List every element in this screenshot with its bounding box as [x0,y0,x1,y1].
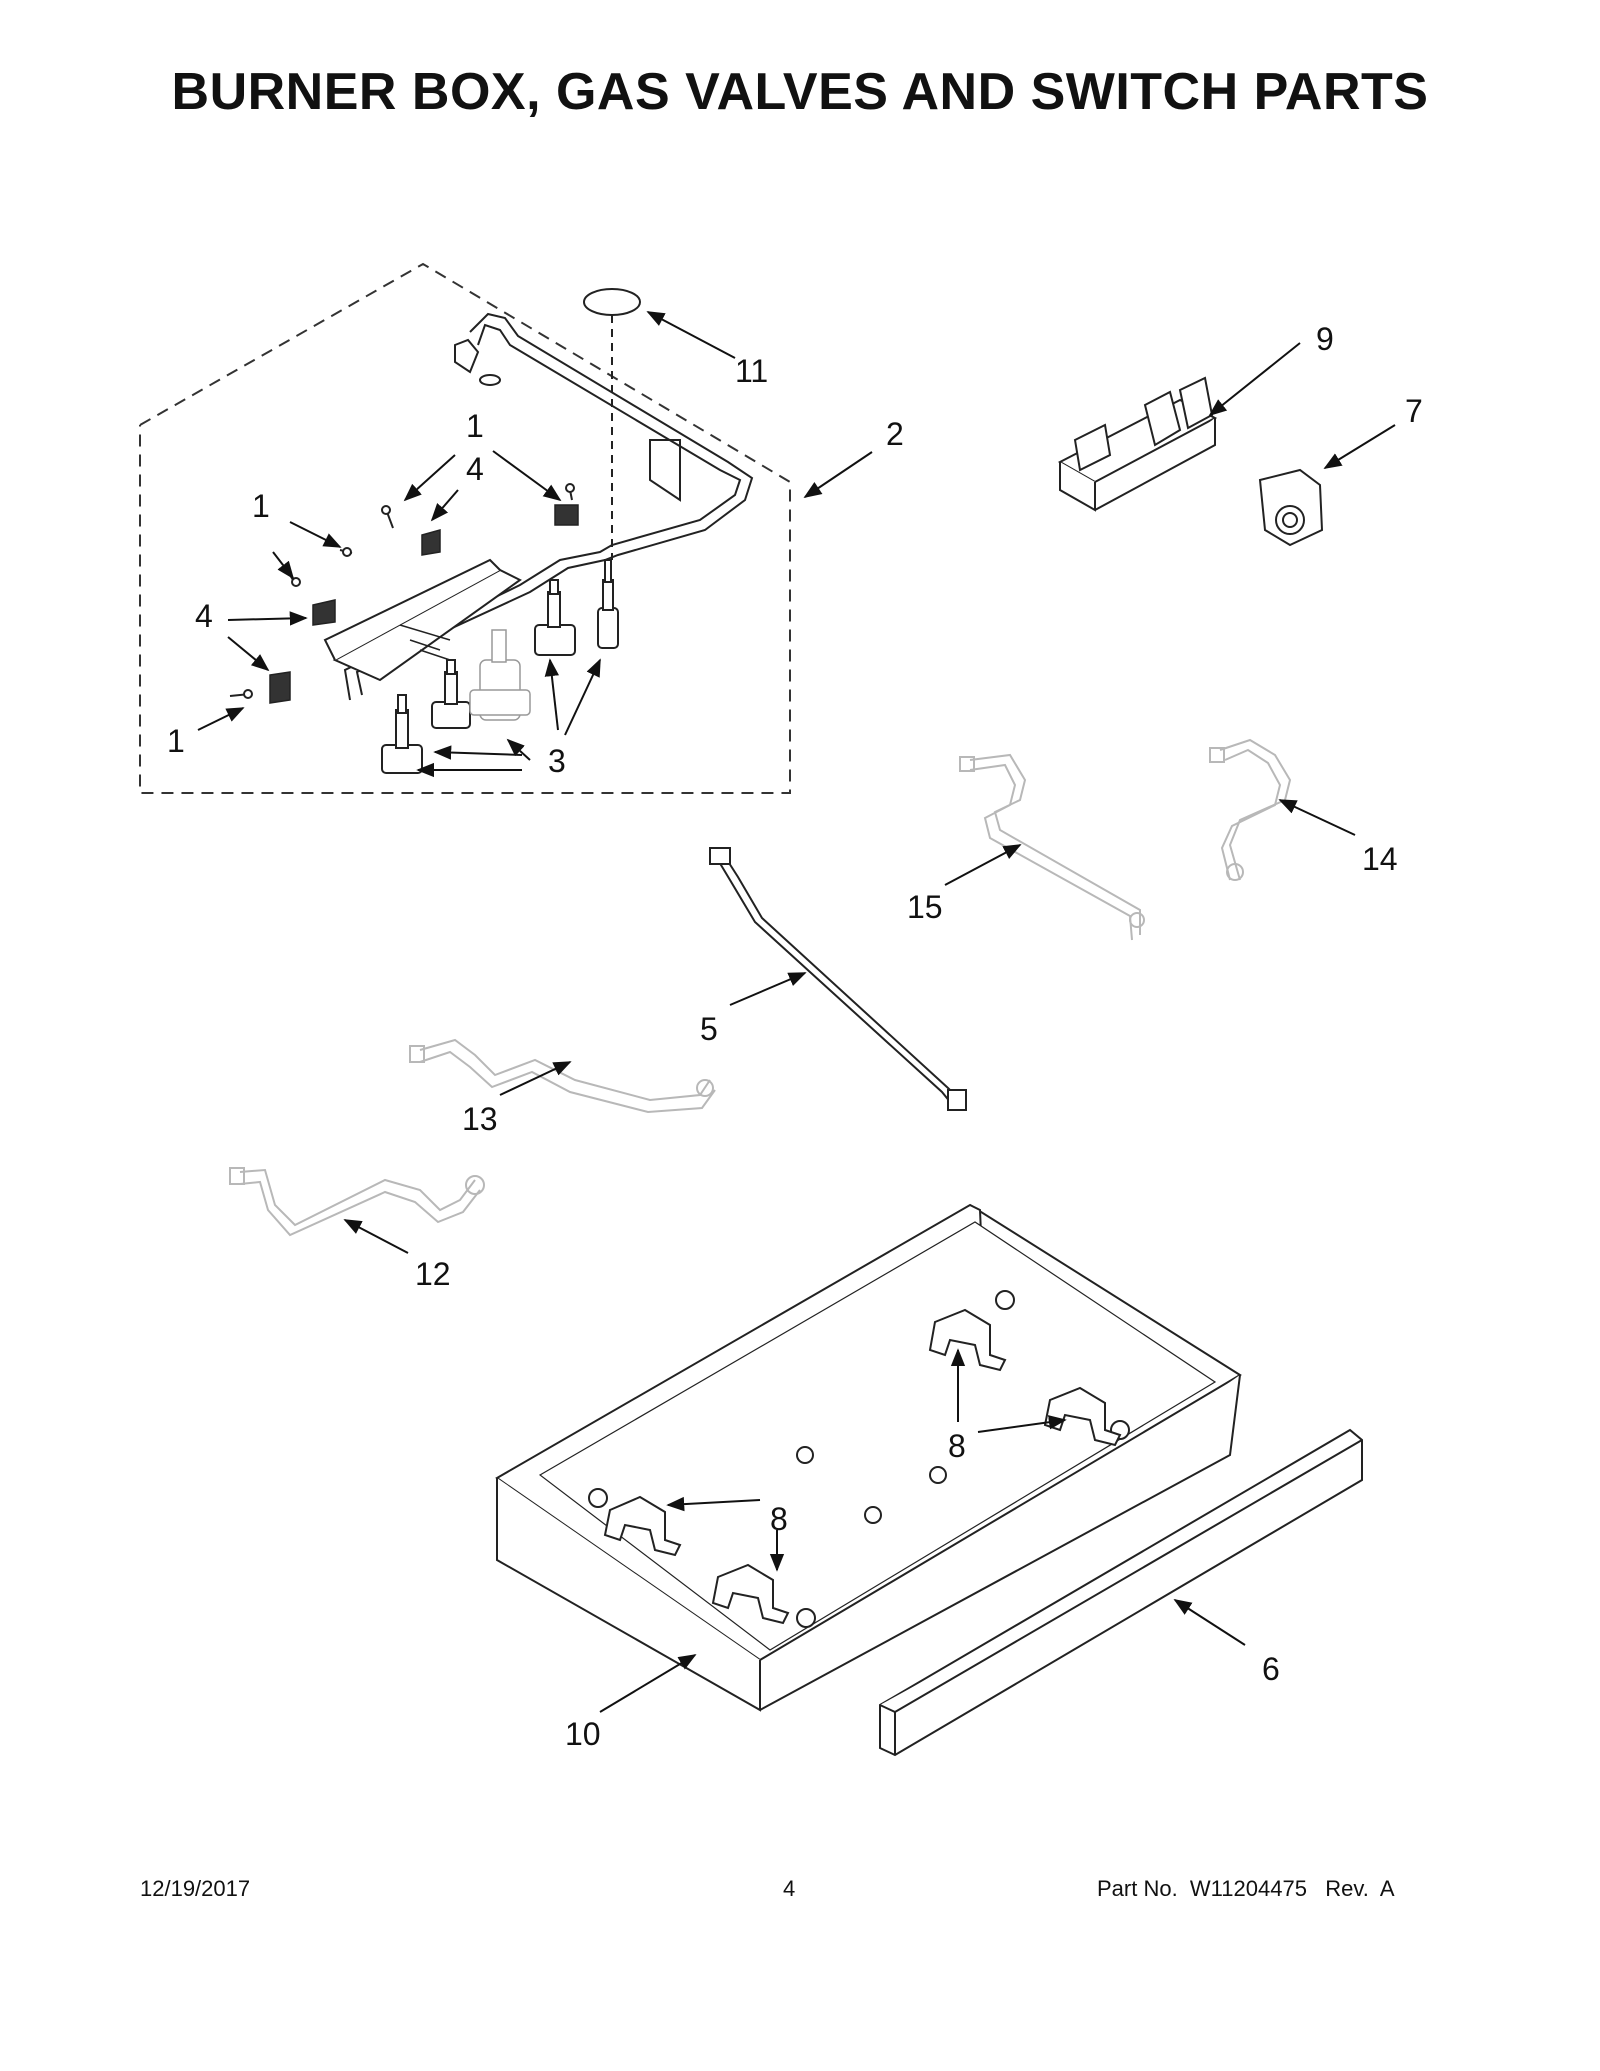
tube-15[interactable] [959,753,1145,941]
tube-12[interactable] [229,1167,485,1237]
gas-valve-3[interactable] [534,579,576,656]
callout-1-top: 1 [466,408,484,444]
bracket-icon[interactable] [603,1308,1122,1625]
callout-3: 3 [548,743,566,779]
callout-labels: 11 2 9 7 1 4 1 4 1 3 14 15 5 13 12 8 8 1… [167,321,1423,1752]
gas-valve-1[interactable] [381,694,423,774]
tube-14[interactable] [1209,738,1292,881]
callout-11: 11 [735,353,768,389]
callout-8-right: 8 [948,1428,966,1464]
burner-box-group-outline [139,262,791,794]
page-title: BURNER BOX, GAS VALVES AND SWITCH PARTS [171,63,1429,121]
callout-12: 12 [415,1256,451,1292]
gas-valve-2[interactable] [431,659,471,729]
manifold-pipe[interactable] [343,312,754,701]
screw-icon[interactable] [229,483,575,699]
callout-13: 13 [462,1101,498,1137]
part-11-disc[interactable] [583,288,641,560]
callout-5: 5 [700,1011,718,1047]
spark-module[interactable] [1057,376,1218,512]
callout-1-mid: 1 [252,488,270,524]
tube-13[interactable] [409,1038,716,1114]
gas-valve-4[interactable] [597,559,619,649]
clip-icon[interactable] [269,504,579,704]
callout-15: 15 [907,889,943,925]
burner-box-tray[interactable] [495,1203,1242,1712]
callout-9: 9 [1316,321,1334,357]
footer-date: 12/19/2017 [140,1876,251,1901]
burner-box-bracket[interactable] [323,558,522,682]
center-regulator-valve[interactable] [469,629,531,721]
callout-6: 6 [1262,1651,1280,1687]
tube-5[interactable] [709,847,967,1111]
callout-2: 2 [886,416,904,452]
callout-4-top: 4 [466,451,484,487]
callout-10: 10 [565,1716,601,1752]
callout-leaders [197,311,1396,1713]
callout-7: 7 [1405,393,1423,429]
callout-4-mid: 4 [195,598,213,634]
callout-14: 14 [1362,841,1398,877]
footer-page-number: 4 [783,1876,796,1901]
callout-1-bottom: 1 [167,723,185,759]
callout-8-left: 8 [770,1501,788,1537]
front-panel[interactable] [879,1428,1363,1757]
switch-part[interactable] [1258,468,1324,547]
footer-part-number: Part No. W11204475 Rev. A [1097,1876,1395,1901]
